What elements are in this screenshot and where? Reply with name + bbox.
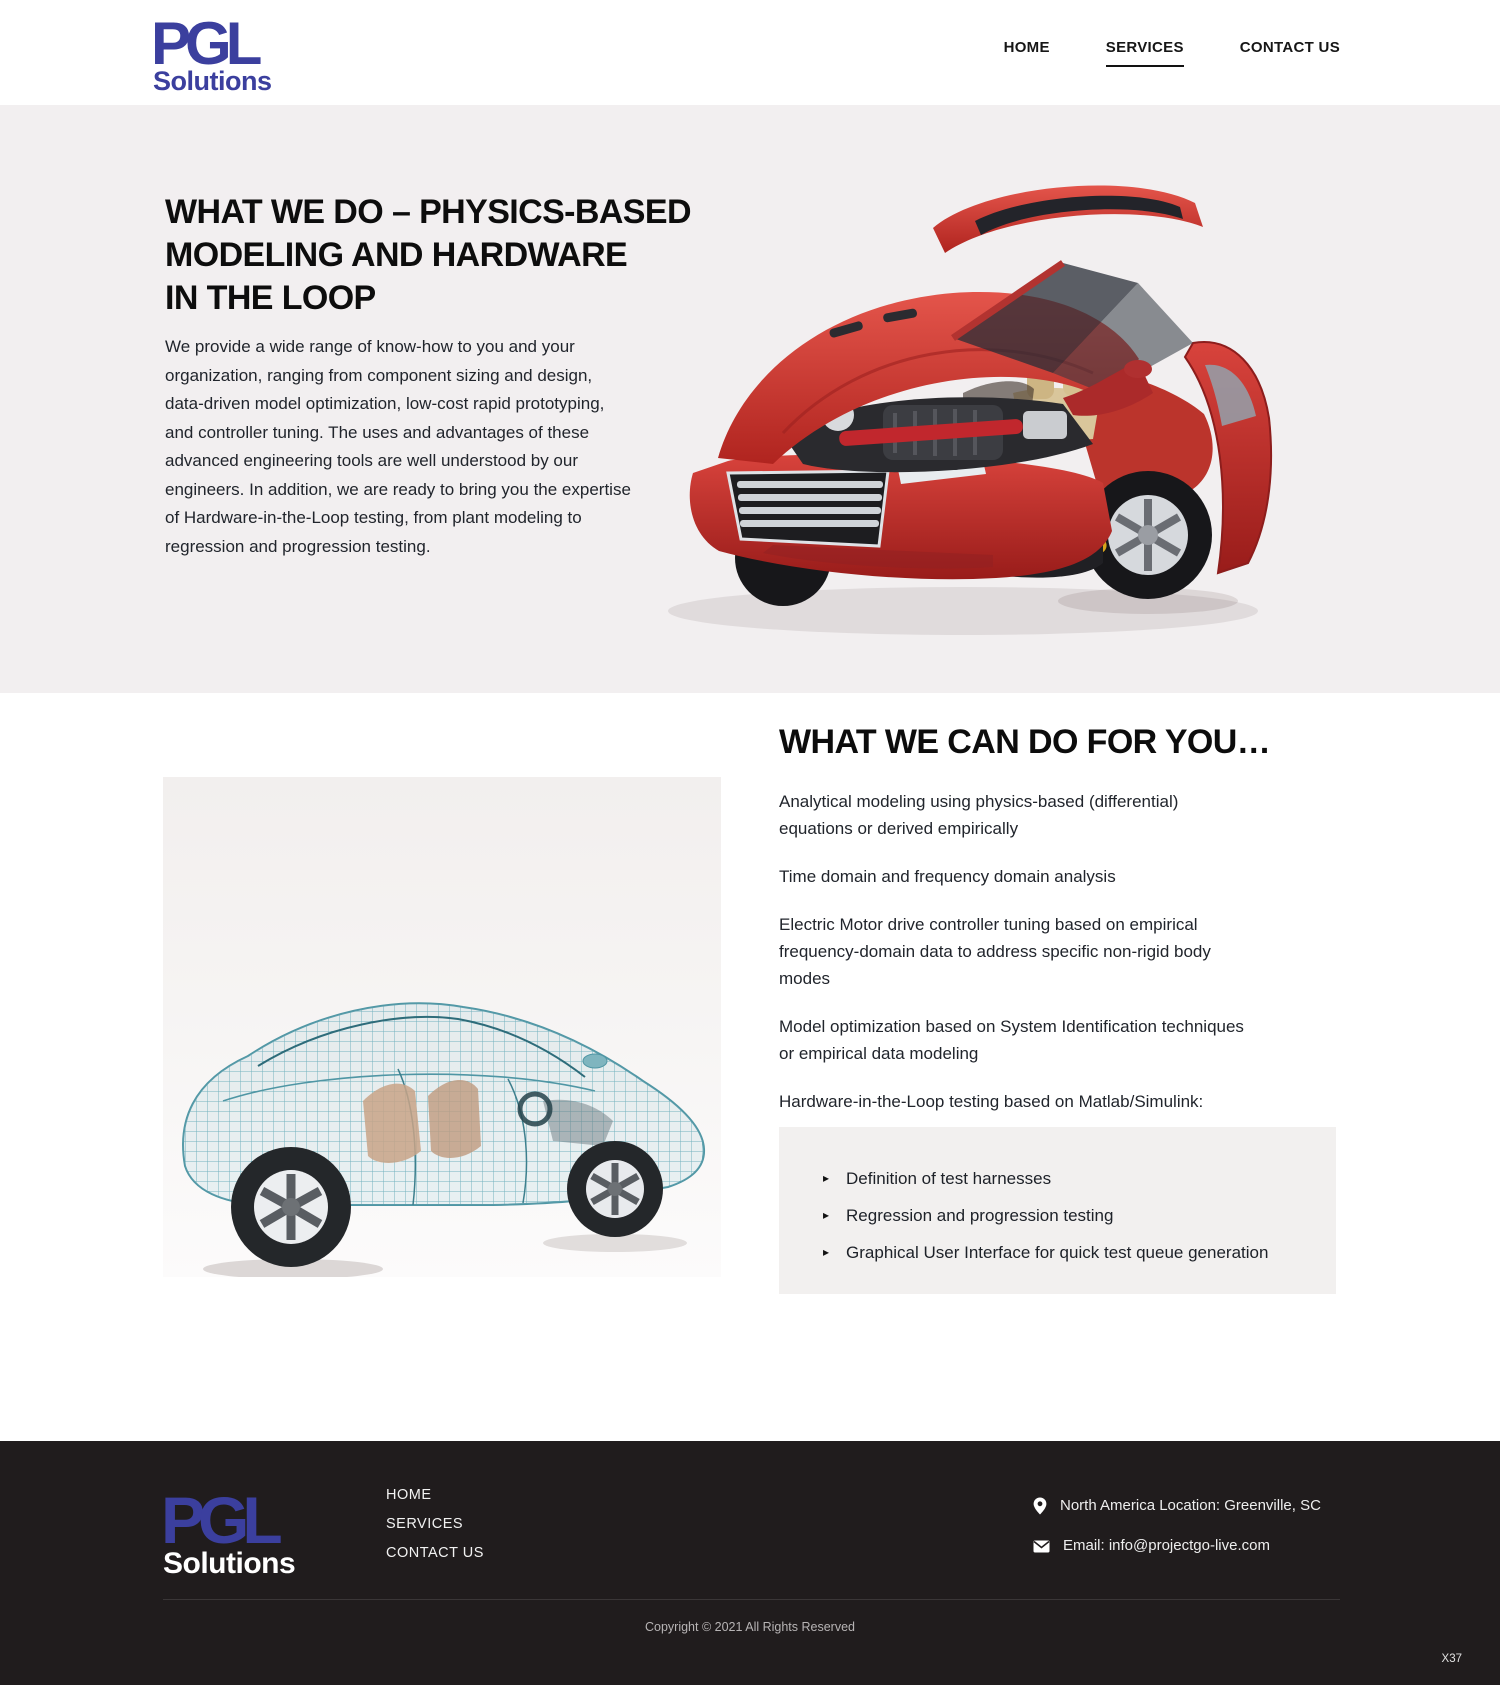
copyright-text: Copyright © 2021 All Rights Reserved [644, 1620, 855, 1634]
footer-logo-subtext: Solutions [163, 1547, 295, 1580]
email-row: Email: info@projectgo-live.com [1033, 1535, 1321, 1557]
logo-subtext: Solutions [153, 66, 272, 96]
hero-title-line: WHAT WE DO – PHYSICS-BASED [165, 193, 692, 231]
brand-logo[interactable]: PGL Solutions [153, 10, 288, 96]
hil-item: ▸ Graphical User Interface for quick tes… [823, 1239, 1316, 1266]
header: PGL Solutions HOME SERVICES CONTACT US [0, 0, 1500, 105]
location-row: North America Location: Greenville, SC [1033, 1495, 1321, 1517]
service-item: Hardware-in-the-Loop testing based on Ma… [779, 1092, 1204, 1111]
logo-text: PGL [153, 10, 261, 77]
footer-divider [163, 1599, 1340, 1600]
service-item: Electric Motor drive controller tuning b… [779, 915, 1211, 988]
footer-nav-home[interactable]: HOME [386, 1487, 432, 1503]
footer-brand-logo[interactable]: PGL Solutions [163, 1481, 328, 1581]
watermark-text: X37 [1441, 1653, 1462, 1665]
email-text[interactable]: Email: info@projectgo-live.com [1063, 1537, 1270, 1554]
hero-title-line: IN THE LOOP [165, 279, 376, 317]
location-pin-icon [1033, 1497, 1047, 1515]
hero-title: WHAT WE DO – PHYSICS-BASED MODELING AND … [165, 191, 692, 320]
hil-item-label: Definition of test harnesses [846, 1169, 1052, 1188]
triangle-bullet-icon: ▸ [823, 1208, 830, 1222]
footer-logo-text: PGL [163, 1483, 281, 1557]
footer-nav-services[interactable]: SERVICES [386, 1516, 464, 1532]
hil-feature-box: ▸ Definition of test harnesses ▸ Regress… [779, 1127, 1336, 1294]
email-icon [1033, 1540, 1050, 1552]
location-text: North America Location: Greenville, SC [1060, 1497, 1321, 1514]
nav-home[interactable]: HOME [1003, 38, 1050, 56]
hero-section: WHAT WE DO – PHYSICS-BASED MODELING AND … [0, 105, 1500, 693]
triangle-bullet-icon: ▸ [823, 1171, 830, 1185]
exploded-red-car-image [668, 185, 1273, 635]
hero-title-line: MODELING AND HARDWARE [165, 236, 628, 274]
hil-item-label: Regression and progression testing [846, 1206, 1114, 1225]
triangle-bullet-icon: ▸ [823, 1245, 830, 1259]
services-column: WHAT WE CAN DO FOR YOU… Analytical model… [779, 693, 1336, 1294]
footer: PGL Solutions HOME SERVICES CONTACT US N… [0, 1441, 1500, 1685]
services-heading: WHAT WE CAN DO FOR YOU… [779, 723, 1271, 761]
services-section: WHAT WE CAN DO FOR YOU… Analytical model… [0, 693, 1500, 1441]
wireframe-car-image [163, 777, 721, 1277]
footer-contact: North America Location: Greenville, SC E… [1033, 1495, 1321, 1575]
main-nav: HOME SERVICES CONTACT US [1004, 0, 1340, 105]
service-item: Time domain and frequency domain analysi… [779, 867, 1116, 886]
hil-item: ▸ Regression and progression testing [823, 1202, 1316, 1229]
nav-contact-us[interactable]: CONTACT US [1239, 38, 1340, 56]
footer-nav-contact-us[interactable]: CONTACT US [386, 1545, 484, 1561]
service-item: Analytical modeling using physics-based … [779, 792, 1179, 838]
hil-item-label: Graphical User Interface for quick test … [846, 1243, 1269, 1262]
nav-services[interactable]: SERVICES [1105, 39, 1184, 67]
hil-item: ▸ Definition of test harnesses [823, 1165, 1316, 1192]
footer-nav: HOME SERVICES CONTACT US [386, 1485, 484, 1564]
hero-paragraph: We provide a wide range of know-how to y… [165, 337, 631, 556]
service-item: Model optimization based on System Ident… [779, 1017, 1244, 1063]
